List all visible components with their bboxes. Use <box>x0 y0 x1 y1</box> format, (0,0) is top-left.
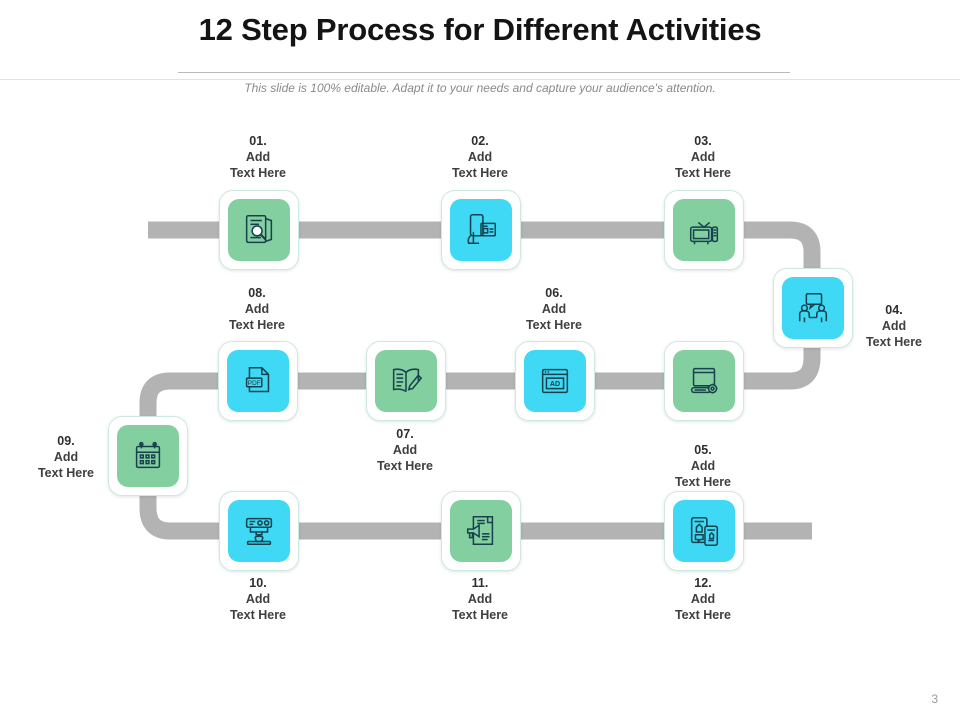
step-node-09[interactable] <box>108 416 188 496</box>
press-release-megaphone-icon <box>450 500 512 562</box>
step-label-02: 02. Add Text Here <box>415 133 545 181</box>
hand-mobile-news-icon <box>450 199 512 261</box>
step-node-02[interactable] <box>441 190 521 270</box>
step-number-01: 01. <box>249 134 267 148</box>
step-label-03: 03. Add Text Here <box>638 133 768 181</box>
step-line2-09: Add <box>53 450 79 464</box>
mobile-social-like-icon <box>673 500 735 562</box>
step-line2-08: Add <box>244 302 270 316</box>
step-node-06[interactable]: AD <box>515 341 595 421</box>
step-line3-06: Text Here <box>525 318 583 332</box>
step-line2-12: Add <box>690 592 716 606</box>
step-label-09: 09. Add Text Here <box>1 433 131 481</box>
ad-banner-icon: AD <box>524 350 586 412</box>
slide-subtitle: This slide is 100% editable. Adapt it to… <box>244 81 716 95</box>
step-node-08[interactable]: PDF <box>218 341 298 421</box>
step-node-04[interactable] <box>773 268 853 348</box>
step-line3-08: Text Here <box>228 318 286 332</box>
step-line3-05: Text Here <box>674 475 732 489</box>
step-number-08: 08. <box>248 286 266 300</box>
step-node-07[interactable] <box>366 341 446 421</box>
step-node-10[interactable] <box>219 491 299 571</box>
step-line2-04: Add <box>881 319 907 333</box>
step-number-03: 03. <box>694 134 712 148</box>
step-number-04: 04. <box>885 303 903 317</box>
step-number-02: 02. <box>471 134 489 148</box>
step-line3-12: Text Here <box>674 608 732 622</box>
step-number-11: 11. <box>471 576 489 590</box>
step-node-05[interactable] <box>664 341 744 421</box>
step-label-08: 08. Add Text Here <box>192 285 322 333</box>
step-line2-05: Add <box>690 459 716 473</box>
step-label-06: 06. Add Text Here <box>489 285 619 333</box>
step-line3-03: Text Here <box>674 166 732 180</box>
television-icon <box>673 199 735 261</box>
step-node-01[interactable] <box>219 190 299 270</box>
step-line2-02: Add <box>467 150 493 164</box>
step-line2-07: Add <box>392 443 418 457</box>
step-line2-01: Add <box>245 150 271 164</box>
coffee-machine-icon <box>228 500 290 562</box>
page-number: 3 <box>931 692 938 706</box>
title-divider-short <box>178 72 790 73</box>
step-label-01: 01. Add Text Here <box>193 133 323 181</box>
step-line2-06: Add <box>541 302 567 316</box>
step-label-11: 11. Add Text Here <box>415 575 545 623</box>
svg-text:AD: AD <box>550 380 560 388</box>
step-number-07: 07. <box>396 427 414 441</box>
step-node-11[interactable] <box>441 491 521 571</box>
step-line2-11: Add <box>467 592 493 606</box>
book-pencil-icon <box>375 350 437 412</box>
page-title: 12 Step Process for Different Activities <box>198 12 762 47</box>
step-line3-09: Text Here <box>37 466 95 480</box>
calendar-icon <box>117 425 179 487</box>
step-line2-03: Add <box>690 150 716 164</box>
step-line3-07: Text Here <box>376 459 434 473</box>
step-number-12: 12. <box>694 576 712 590</box>
step-line3-02: Text Here <box>451 166 509 180</box>
browser-settings-gear-icon <box>673 350 735 412</box>
step-node-03[interactable] <box>664 190 744 270</box>
step-number-05: 05. <box>694 443 712 457</box>
step-line3-10: Text Here <box>229 608 287 622</box>
step-label-05: 05. Add Text Here <box>638 442 768 490</box>
step-label-07: 07. Add Text Here <box>340 426 470 474</box>
step-line2-10: Add <box>245 592 271 606</box>
step-line3-04: Text Here <box>865 335 923 349</box>
step-number-09: 09. <box>57 434 75 448</box>
step-label-04: 04. Add Text Here <box>829 302 959 350</box>
step-line3-11: Text Here <box>451 608 509 622</box>
step-line3-01: Text Here <box>229 166 287 180</box>
step-number-10: 10. <box>249 576 267 590</box>
step-label-12: 12. Add Text Here <box>638 575 768 623</box>
svg-text:PDF: PDF <box>248 380 261 387</box>
meeting-discussion-icon <box>782 277 844 339</box>
pdf-file-icon: PDF <box>227 350 289 412</box>
step-node-12[interactable] <box>664 491 744 571</box>
step-number-06: 06. <box>545 286 563 300</box>
title-divider-full <box>0 79 960 80</box>
document-search-icon <box>228 199 290 261</box>
step-label-10: 10. Add Text Here <box>193 575 323 623</box>
